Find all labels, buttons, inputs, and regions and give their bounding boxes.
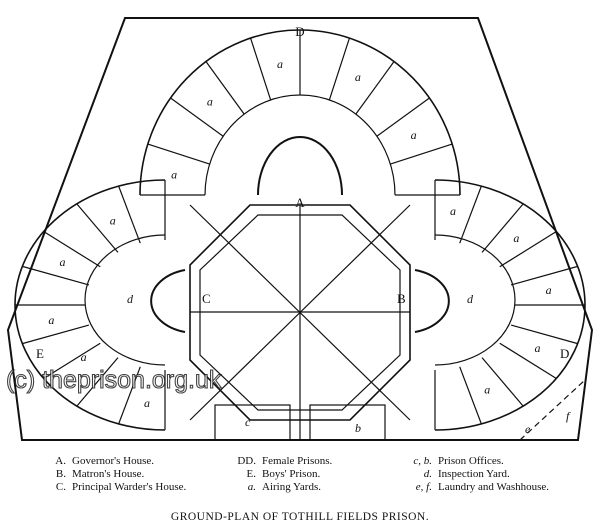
cell-block-wall (170, 97, 224, 137)
cell-block-wall (510, 324, 578, 345)
cell-block-wall (147, 143, 210, 165)
cell-block-wall (76, 357, 119, 407)
cell-block-wall (459, 185, 482, 244)
legend-text: Boys' Prison. (262, 468, 321, 480)
label-right-D: D (560, 346, 569, 361)
cell-block-wall (510, 265, 578, 286)
label-airing-yard: a (450, 204, 456, 218)
legend-text: Inspection Yard. (438, 468, 510, 480)
label-airing-yard: a (355, 70, 361, 84)
label-c: c (245, 415, 251, 429)
left-inspection-hall (150, 269, 186, 333)
cell-block-wall (205, 61, 245, 115)
inner-octagon (199, 214, 401, 411)
label-airing-yard: a (81, 350, 87, 364)
cell-block-wall (43, 342, 101, 379)
legend-key: B. (55, 468, 66, 480)
top-inspection-hall (257, 136, 343, 196)
cell-block-wall (390, 143, 453, 165)
cell-block-wall (118, 366, 141, 425)
office-c (214, 404, 291, 441)
cell-block-wall (481, 357, 524, 407)
legend-text: Airing Yards. (262, 481, 321, 493)
cell-block-wall (22, 265, 90, 286)
label-b: b (355, 421, 361, 435)
label-airing-yard: a (144, 396, 150, 410)
watermark: (c) theprison.org.uk (6, 366, 222, 394)
cell-block-wall (459, 366, 482, 425)
cell-block-wall (22, 324, 90, 345)
legend-text: Laundry and Washhouse. (438, 481, 550, 493)
legend-item: B. Matron's House. (52, 468, 186, 481)
label-airing-yard: a (534, 341, 540, 355)
top-wing-inner (204, 94, 396, 196)
label-airing-yard: a (171, 167, 177, 181)
label-airing-yard: a (277, 57, 283, 71)
legend-item: E. Boys' Prison. (230, 468, 332, 481)
label-d-right: d (467, 292, 474, 306)
left-wing-inner (84, 234, 166, 366)
label-airing-yard: a (110, 213, 116, 227)
label-airing-yard: a (60, 255, 66, 269)
cell-block-wall (499, 231, 557, 268)
label-top-D: D (295, 24, 304, 39)
legend-text: Principal Warder's House. (72, 481, 187, 493)
legend-key: d. (423, 468, 432, 480)
label-airing-yard: a (48, 313, 54, 327)
right-wing-inner (434, 234, 516, 366)
legend-text: Prison Offices. (438, 455, 504, 467)
label-C: C (202, 291, 211, 306)
legend-item: d. Inspection Yard. (402, 468, 549, 481)
legend-key: c, b. (413, 455, 432, 467)
label-e: e (525, 422, 531, 436)
cell-block-wall (328, 37, 351, 101)
legend-item: DD. Female Prisons. (230, 455, 332, 468)
legend-key: DD. (237, 455, 256, 467)
plan-linework (6, 17, 594, 441)
cell-block-wall (249, 37, 272, 101)
cell-block-wall (376, 97, 430, 137)
legend-column-1: A. Governor's House. B. Matron's House. C.… (52, 455, 186, 494)
legend-item: a. Airing Yards. (230, 481, 332, 494)
cell-block-wall (118, 185, 141, 244)
office-b (309, 404, 386, 441)
plan-labels: D A C B d d E D c b e f a a a a a a a a a a a a a a a (36, 24, 571, 436)
outer-boundary-wall (6, 17, 594, 441)
legend-item: C. Principal Warder's House. (52, 481, 186, 494)
cell-block-wall (499, 342, 557, 379)
right-inspection-hall (414, 269, 450, 333)
legend-item: c, b. Prison Offices. (402, 455, 549, 468)
label-airing-yard: a (411, 128, 417, 142)
cell-block-wall (43, 231, 101, 268)
legend-key: A. (55, 455, 66, 467)
label-airing-yard: a (207, 94, 213, 108)
legend-text: Matron's House. (72, 468, 145, 480)
label-f: f (566, 409, 571, 423)
label-E: E (36, 346, 44, 361)
label-A: A (295, 195, 305, 210)
label-airing-yard: a (484, 383, 490, 397)
legend-column-2: DD. Female Prisons. E. Boys' Prison. a. Air… (230, 455, 332, 494)
legend-key: e, f. (415, 481, 432, 493)
legend-item: A. Governor's House. (52, 455, 186, 468)
label-d-left: d (127, 292, 134, 306)
cell-block-wall (481, 203, 524, 253)
cell-block-wall (76, 203, 119, 253)
legend-item: e, f. Laundry and Washhouse. (402, 481, 549, 494)
legend-key: C. (55, 481, 66, 493)
label-B: B (397, 291, 406, 306)
label-airing-yard: a (546, 283, 552, 297)
cell-block-wall (355, 61, 395, 115)
legend-text: Female Prisons. (262, 455, 333, 467)
laundry-wall (519, 379, 586, 441)
caption: GROUND-PLAN OF TOTHILL FIELDS PRISON. (170, 511, 430, 523)
label-airing-yard: a (513, 231, 519, 245)
legend-key: a. (247, 481, 256, 493)
central-octagon-yard (189, 204, 411, 421)
legend-text: Governor's House. (72, 455, 155, 467)
legend-column-3: c, b.Prison Offices. d.Inspection Yard. … (402, 455, 549, 494)
legend-key: E. (246, 468, 256, 480)
prison-ground-plan: D A C B d d E D c b e f aaaaaaaaaaaaaaa … (5, 17, 594, 441)
